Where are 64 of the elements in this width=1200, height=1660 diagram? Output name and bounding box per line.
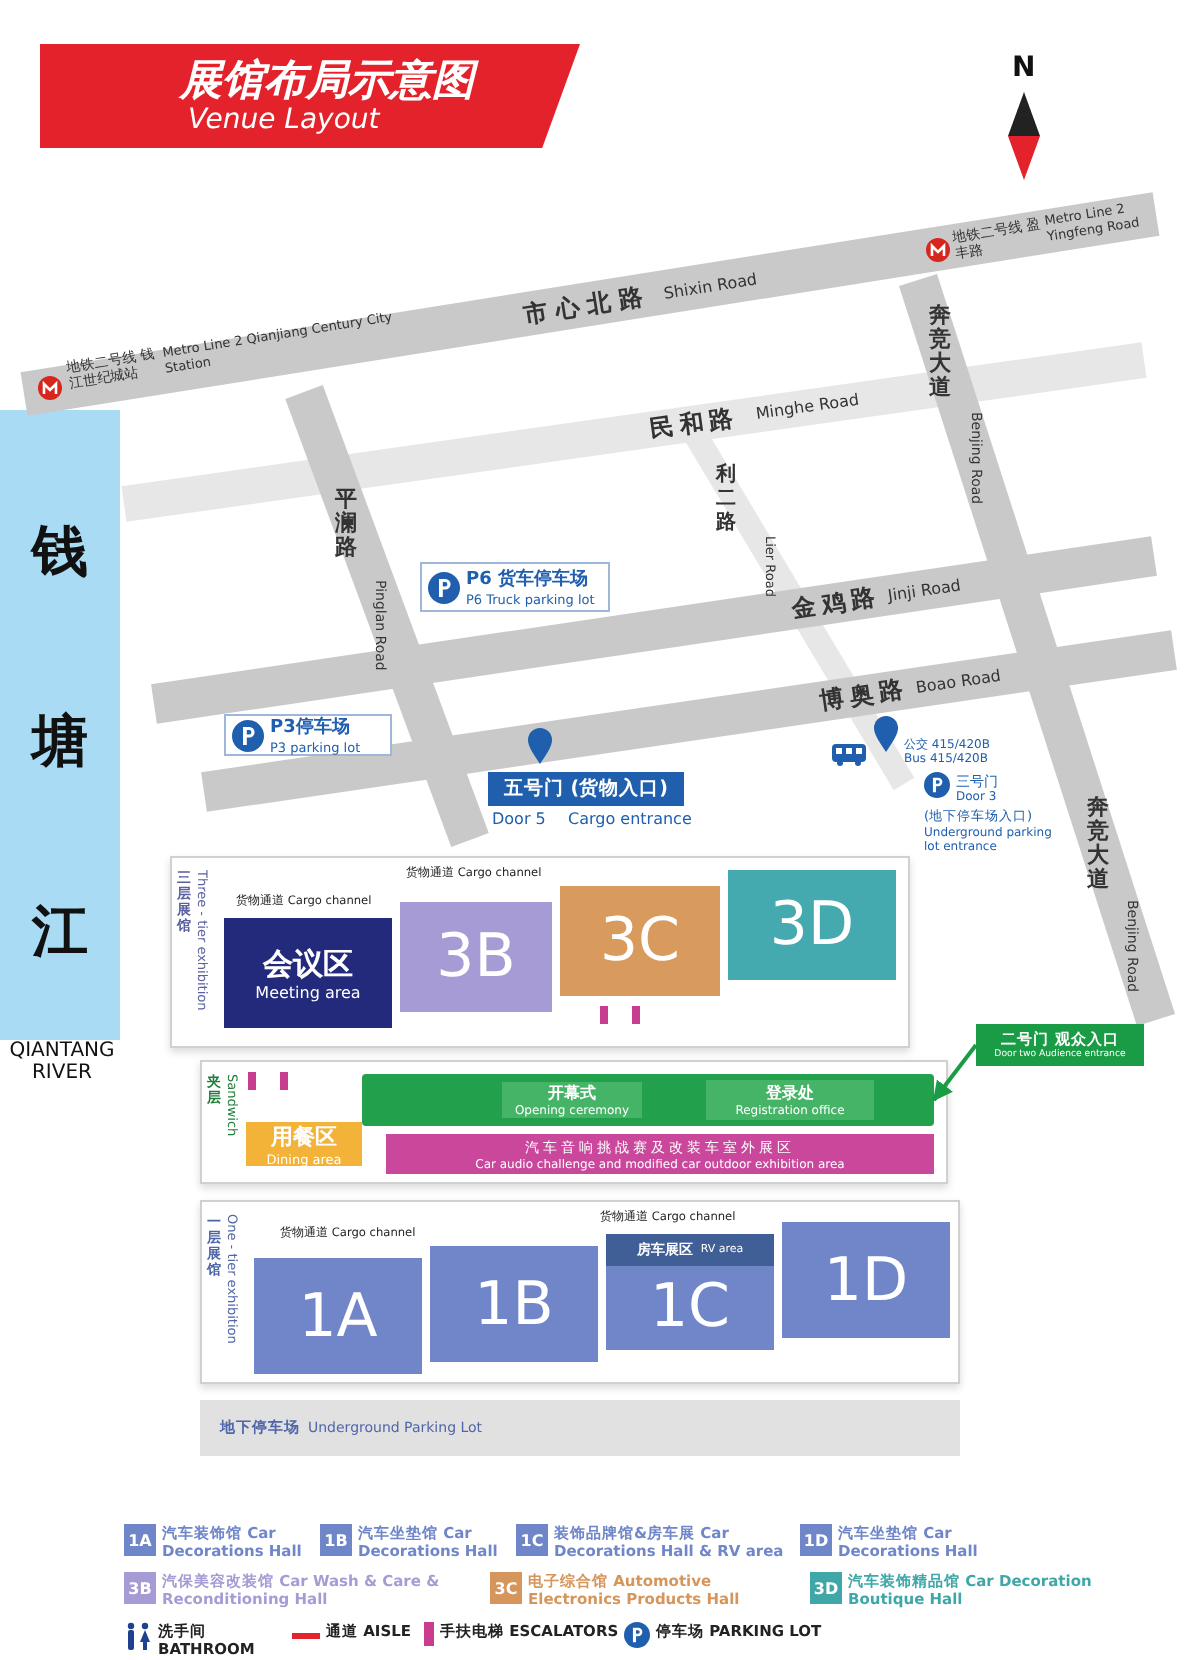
exhibition-strip: [386, 1134, 934, 1174]
legend-code: 3C: [494, 1579, 518, 1597]
road-name: Boao Road: [914, 666, 1002, 697]
road-name: 利二路: [714, 464, 738, 536]
parking-name: P3停车场: [270, 714, 352, 740]
floor-plate: [200, 1060, 948, 1184]
area-name: 用餐区: [271, 1121, 337, 1151]
parking-sign: [420, 562, 610, 612]
meeting-area: [224, 918, 392, 1028]
road-name: 民和路: [647, 400, 742, 447]
area-name: 会议区: [263, 945, 353, 983]
ceremony-area: [502, 1082, 642, 1118]
hall-block: [400, 902, 552, 1012]
hall-block: [254, 1258, 422, 1374]
area-name: Meeting area: [255, 983, 361, 1001]
road-name: 博奥路: [817, 672, 912, 719]
north-label: N: [1012, 52, 1036, 84]
hall-block: [782, 1222, 950, 1338]
parking-level: [200, 1400, 960, 1456]
hall-block: [606, 1234, 774, 1350]
hall-code: 3D: [769, 890, 855, 960]
road-name: 市心北路: [521, 279, 654, 333]
hall-code: 1B: [474, 1269, 554, 1339]
parking-name: P6 货车停车场: [466, 566, 590, 592]
road-name: 奔竞大道: [1086, 796, 1110, 892]
registration-area: [706, 1080, 874, 1120]
gate-sign: [488, 772, 684, 806]
legend-code: 1B: [324, 1531, 348, 1549]
hall-code: 1A: [298, 1281, 378, 1351]
road-name: Jinji Road: [886, 576, 962, 605]
river-name: 钱塘江: [28, 516, 90, 968]
river-name: QIANTANG RIVER: [7, 1040, 117, 1084]
road-name: 平澜路: [334, 488, 358, 560]
hall-block: [430, 1246, 598, 1362]
legend-code: 1A: [128, 1531, 152, 1549]
hall-code: 3C: [599, 906, 681, 976]
floor-plate: [170, 856, 910, 1048]
hall-code: 1C: [649, 1271, 731, 1341]
legend-code: 1D: [803, 1531, 829, 1549]
area-name: 开幕式: [548, 1082, 596, 1104]
gate-caption: Cargo entrance: [568, 810, 692, 828]
hall-block: [728, 870, 896, 980]
entrance-sign: [976, 1024, 1144, 1066]
corridor-band: [362, 1074, 934, 1126]
gate-caption: Door 5: [492, 810, 546, 828]
legend-code: 3B: [128, 1579, 152, 1597]
rv-area: [606, 1234, 774, 1266]
road-name: Shixin Road: [662, 270, 759, 303]
floor-plate: [200, 1200, 960, 1384]
road-name: Minghe Road: [754, 390, 860, 423]
road-name: 奔竞大道: [928, 304, 952, 400]
area-name: 登录处: [766, 1082, 814, 1104]
parking-sign: [224, 714, 392, 756]
dining-area: [246, 1122, 362, 1166]
title: 展馆布局示意图: [180, 52, 474, 108]
subtitle: Venue Layout: [188, 104, 380, 136]
hall-code: 1D: [823, 1245, 909, 1315]
road-name: 金鸡路: [789, 580, 884, 627]
legend-code: 3D: [813, 1579, 839, 1597]
legend-code: 1C: [520, 1531, 544, 1549]
arrow: [932, 1043, 978, 1102]
gate-name: 五号门 (货物入口): [504, 776, 668, 802]
hall-code: 3B: [436, 922, 516, 992]
hall-block: [560, 886, 720, 996]
